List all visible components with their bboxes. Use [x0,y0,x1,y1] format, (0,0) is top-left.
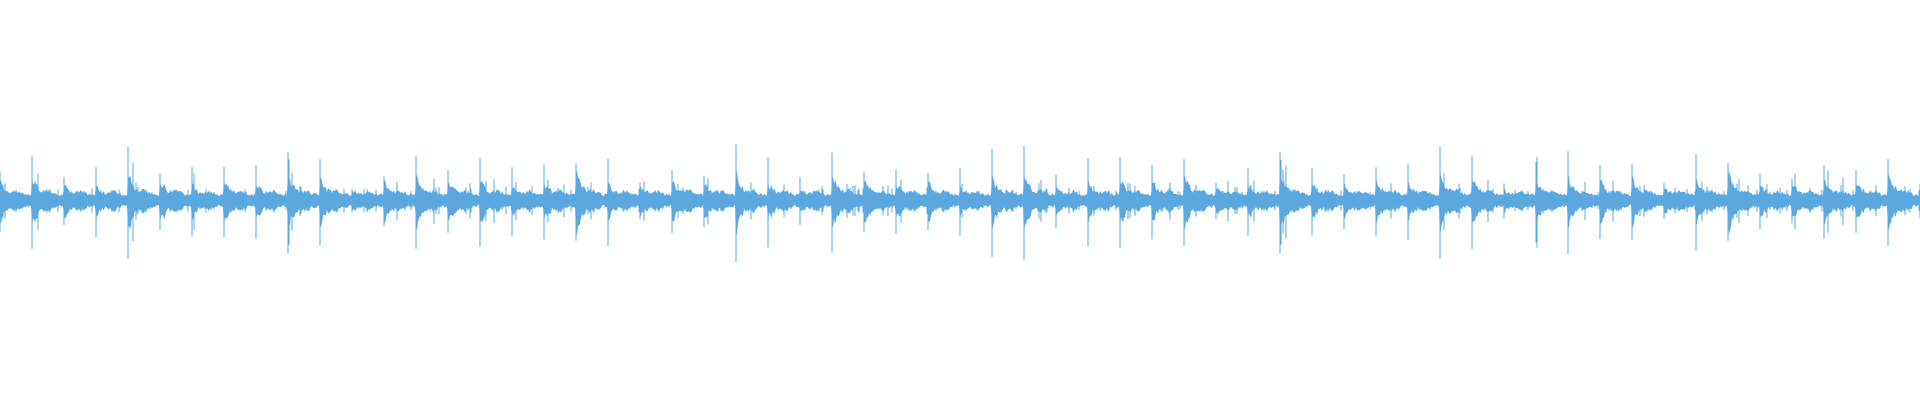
waveform-transients [0,144,1920,263]
waveform-trace [0,144,1920,263]
